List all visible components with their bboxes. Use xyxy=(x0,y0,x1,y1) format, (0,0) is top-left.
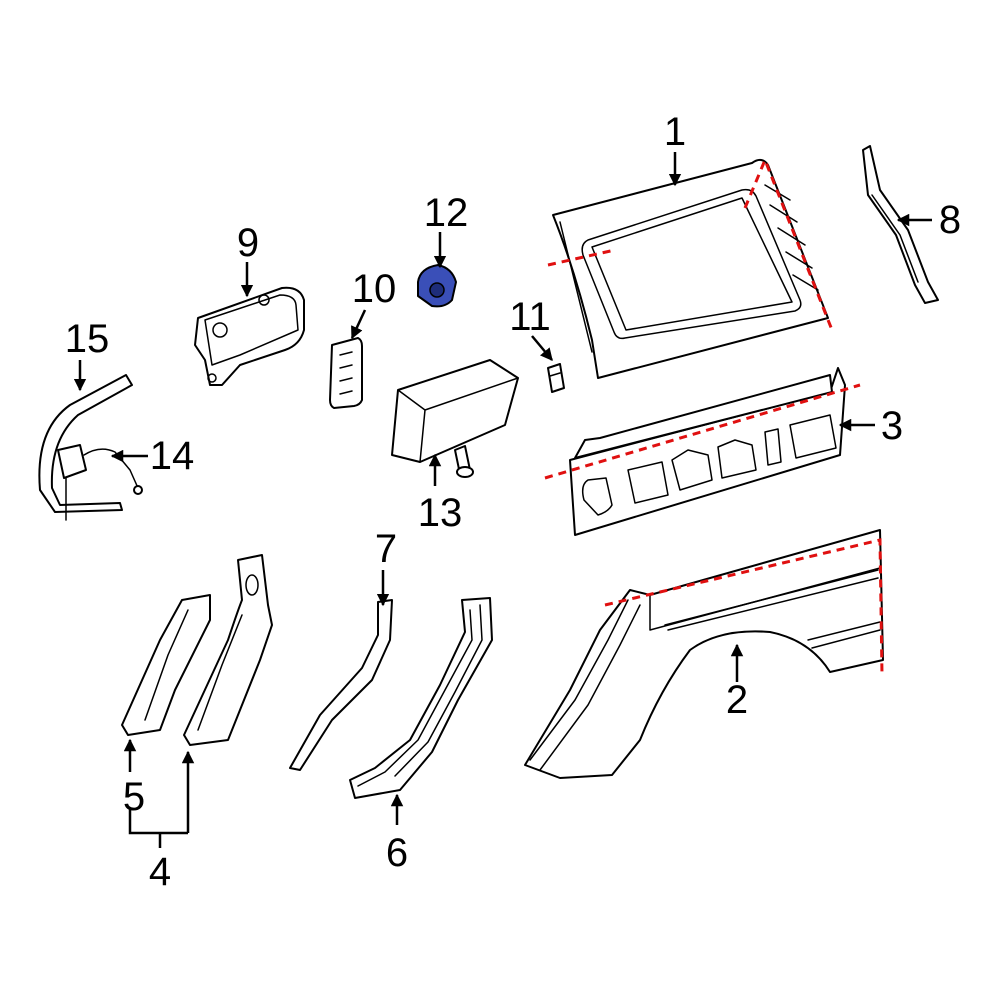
callout-7: 7 xyxy=(375,527,397,571)
part-3-side-panel[interactable] xyxy=(569,367,846,536)
leader-11 xyxy=(531,335,553,361)
part-5-pillar[interactable] xyxy=(121,594,211,736)
part-13-storage-box[interactable] xyxy=(391,359,519,478)
callout-1: 1 xyxy=(664,110,686,154)
callout-3: 3 xyxy=(881,404,903,448)
leader-10 xyxy=(350,309,367,340)
callout-6: 6 xyxy=(386,831,408,875)
part-4-pillar-reinforcement[interactable] xyxy=(183,554,273,746)
callout-15: 15 xyxy=(65,317,110,361)
callout-12: 12 xyxy=(424,191,469,235)
callout-14: 14 xyxy=(150,434,195,478)
leader-lines xyxy=(73,152,932,848)
part-2-quarter-wheel-arch[interactable] xyxy=(524,529,884,779)
part-9-filler-housing[interactable] xyxy=(194,286,305,386)
callout-9: 9 xyxy=(237,221,259,265)
callout-4: 4 xyxy=(149,850,171,894)
callout-2: 2 xyxy=(726,678,748,722)
part-7-seal[interactable] xyxy=(289,599,393,771)
callout-5: 5 xyxy=(123,775,145,819)
part-3-cut-line xyxy=(544,383,861,480)
part-8-weatherstrip[interactable] xyxy=(862,145,939,304)
part-14-sensor-harness[interactable] xyxy=(57,444,143,521)
callout-11: 11 xyxy=(509,295,551,339)
leader-4-bracket xyxy=(128,808,188,848)
part-1-quarter-panel-window[interactable] xyxy=(552,159,829,379)
callout-8: 8 xyxy=(939,198,961,242)
part-2-cut-line xyxy=(604,538,884,676)
part-1-cut-line-a xyxy=(547,248,616,267)
callout-13: 13 xyxy=(418,491,463,535)
part-15-wire-bracket[interactable] xyxy=(38,374,133,513)
part-12-clip-highlighted[interactable] xyxy=(417,264,457,308)
part-1-cut-line-b xyxy=(743,156,834,331)
part-11-clip[interactable] xyxy=(547,363,565,393)
part-6-inner-pillar[interactable] xyxy=(349,597,493,799)
callout-10: 10 xyxy=(352,267,397,311)
part-10-bracket[interactable] xyxy=(329,337,363,409)
